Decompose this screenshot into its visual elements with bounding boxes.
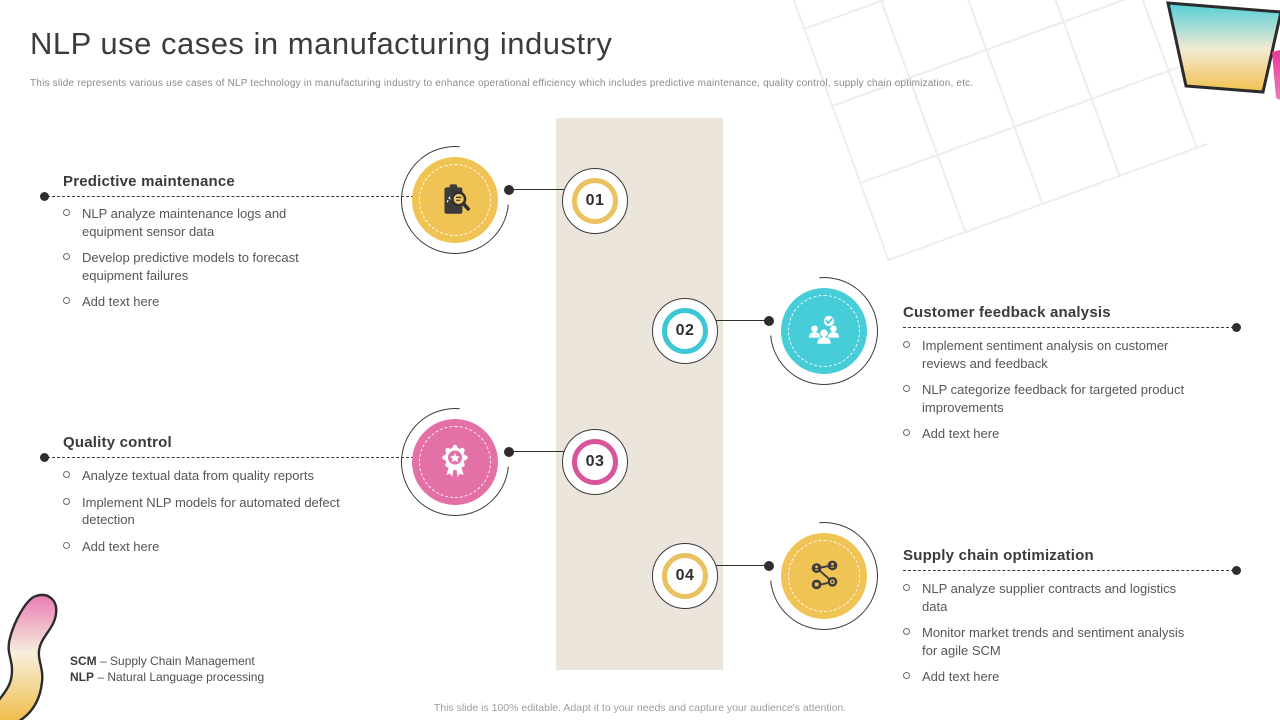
customers-check-icon (809, 315, 839, 344)
list-item: Develop predictive models to forecast eq… (63, 249, 350, 284)
gradient-blob-decoration (0, 593, 58, 720)
item-02-connector-line (712, 320, 769, 321)
item-01-bullets: NLP analyze maintenance logs and equipme… (63, 205, 350, 320)
list-item: Analyze textual data from quality report… (63, 467, 350, 485)
list-item: NLP analyze maintenance logs and equipme… (63, 205, 350, 240)
abbreviation-footnotes: SCM – Supply Chain Management NLP – Natu… (70, 653, 264, 685)
item-02-icon-circle (781, 288, 867, 374)
bullet-marker (903, 628, 910, 635)
gradient-parallelogram-decoration (1166, 1, 1280, 94)
line-end-dot (1232, 566, 1241, 575)
list-item: Implement sentiment analysis on customer… (903, 337, 1190, 372)
item-04-dashed-line (903, 566, 1241, 575)
list-item: Implement NLP models for automated defec… (63, 494, 350, 529)
add-text-placeholder[interactable]: Add text here (922, 426, 1000, 441)
award-ribbon-icon (442, 444, 468, 477)
line-end-dot (1232, 323, 1241, 332)
item-03-connector-line (509, 451, 566, 452)
item-02-number: 02 (662, 308, 708, 354)
item-04-connector-line (712, 565, 769, 566)
item-01-number: 01 (572, 178, 618, 224)
bullet-marker (903, 672, 910, 679)
item-02-bullets: Implement sentiment analysis on customer… (903, 337, 1190, 452)
item-02-number-badge: 02 (652, 298, 718, 364)
bullet-marker (903, 341, 910, 348)
item-01-connector-dot (504, 185, 514, 195)
item-01-dashed-line (40, 192, 414, 201)
item-04-number: 04 (662, 553, 708, 599)
bullet-marker (63, 297, 70, 304)
item-01-title: Predictive maintenance (63, 173, 235, 190)
item-04-connector-dot (764, 561, 774, 571)
list-item: NLP analyze supplier contracts and logis… (903, 580, 1190, 615)
item-04-title: Supply chain optimization (903, 547, 1094, 564)
item-03-title: Quality control (63, 434, 172, 451)
editable-note: This slide is 100% editable. Adapt it to… (433, 702, 847, 714)
item-03-bullets: Analyze textual data from quality report… (63, 467, 350, 564)
supply-network-icon (811, 560, 838, 590)
bullet-marker (63, 541, 70, 549)
item-03-number-badge: 03 (562, 429, 628, 495)
line-end-dot (40, 192, 49, 201)
item-01-connector-line (509, 189, 566, 190)
bullet-marker (903, 429, 910, 436)
pink-edge-decoration (1272, 50, 1280, 100)
bullet-marker (63, 209, 70, 216)
list-item: NLP categorize feedback for targeted pro… (903, 381, 1190, 416)
page-subtitle: This slide represents various use cases … (30, 78, 974, 89)
add-text-placeholder[interactable]: Add text here (922, 669, 1000, 684)
page-title: NLP use cases in manufacturing industry (30, 26, 613, 61)
bullet-marker (903, 584, 910, 591)
clipboard-magnifier-icon (444, 184, 470, 214)
bullet-marker (903, 385, 910, 392)
item-02-dashed-line (903, 323, 1241, 332)
item-03-icon-circle (412, 419, 498, 505)
list-item: Monitor market trends and sentiment anal… (903, 624, 1190, 659)
list-item[interactable]: Add text here (63, 293, 350, 311)
item-04-icon-circle (781, 533, 867, 619)
add-text-placeholder[interactable]: Add text here (82, 538, 160, 554)
item-03-dashed-line (40, 453, 414, 462)
item-02-title: Customer feedback analysis (903, 304, 1111, 321)
item-01-number-badge: 01 (562, 168, 628, 234)
bullet-marker (63, 253, 70, 260)
footnote-nlp: NLP – Natural Language processing (70, 670, 265, 684)
item-01-icon-circle (412, 157, 498, 243)
bullet-marker (63, 497, 70, 505)
list-item[interactable]: Add text here (63, 538, 350, 556)
list-item[interactable]: Add text here (903, 425, 1190, 443)
footnote-scm: SCM – Supply Chain Management (70, 654, 255, 668)
item-03-number: 03 (572, 439, 618, 485)
bullet-marker (63, 471, 70, 478)
add-text-placeholder[interactable]: Add text here (82, 294, 160, 309)
item-03-connector-dot (504, 447, 514, 457)
item-04-bullets: NLP analyze supplier contracts and logis… (903, 580, 1190, 695)
item-04-number-badge: 04 (652, 543, 718, 609)
item-02-connector-dot (764, 316, 774, 326)
list-item[interactable]: Add text here (903, 668, 1190, 686)
line-end-dot (40, 453, 49, 462)
